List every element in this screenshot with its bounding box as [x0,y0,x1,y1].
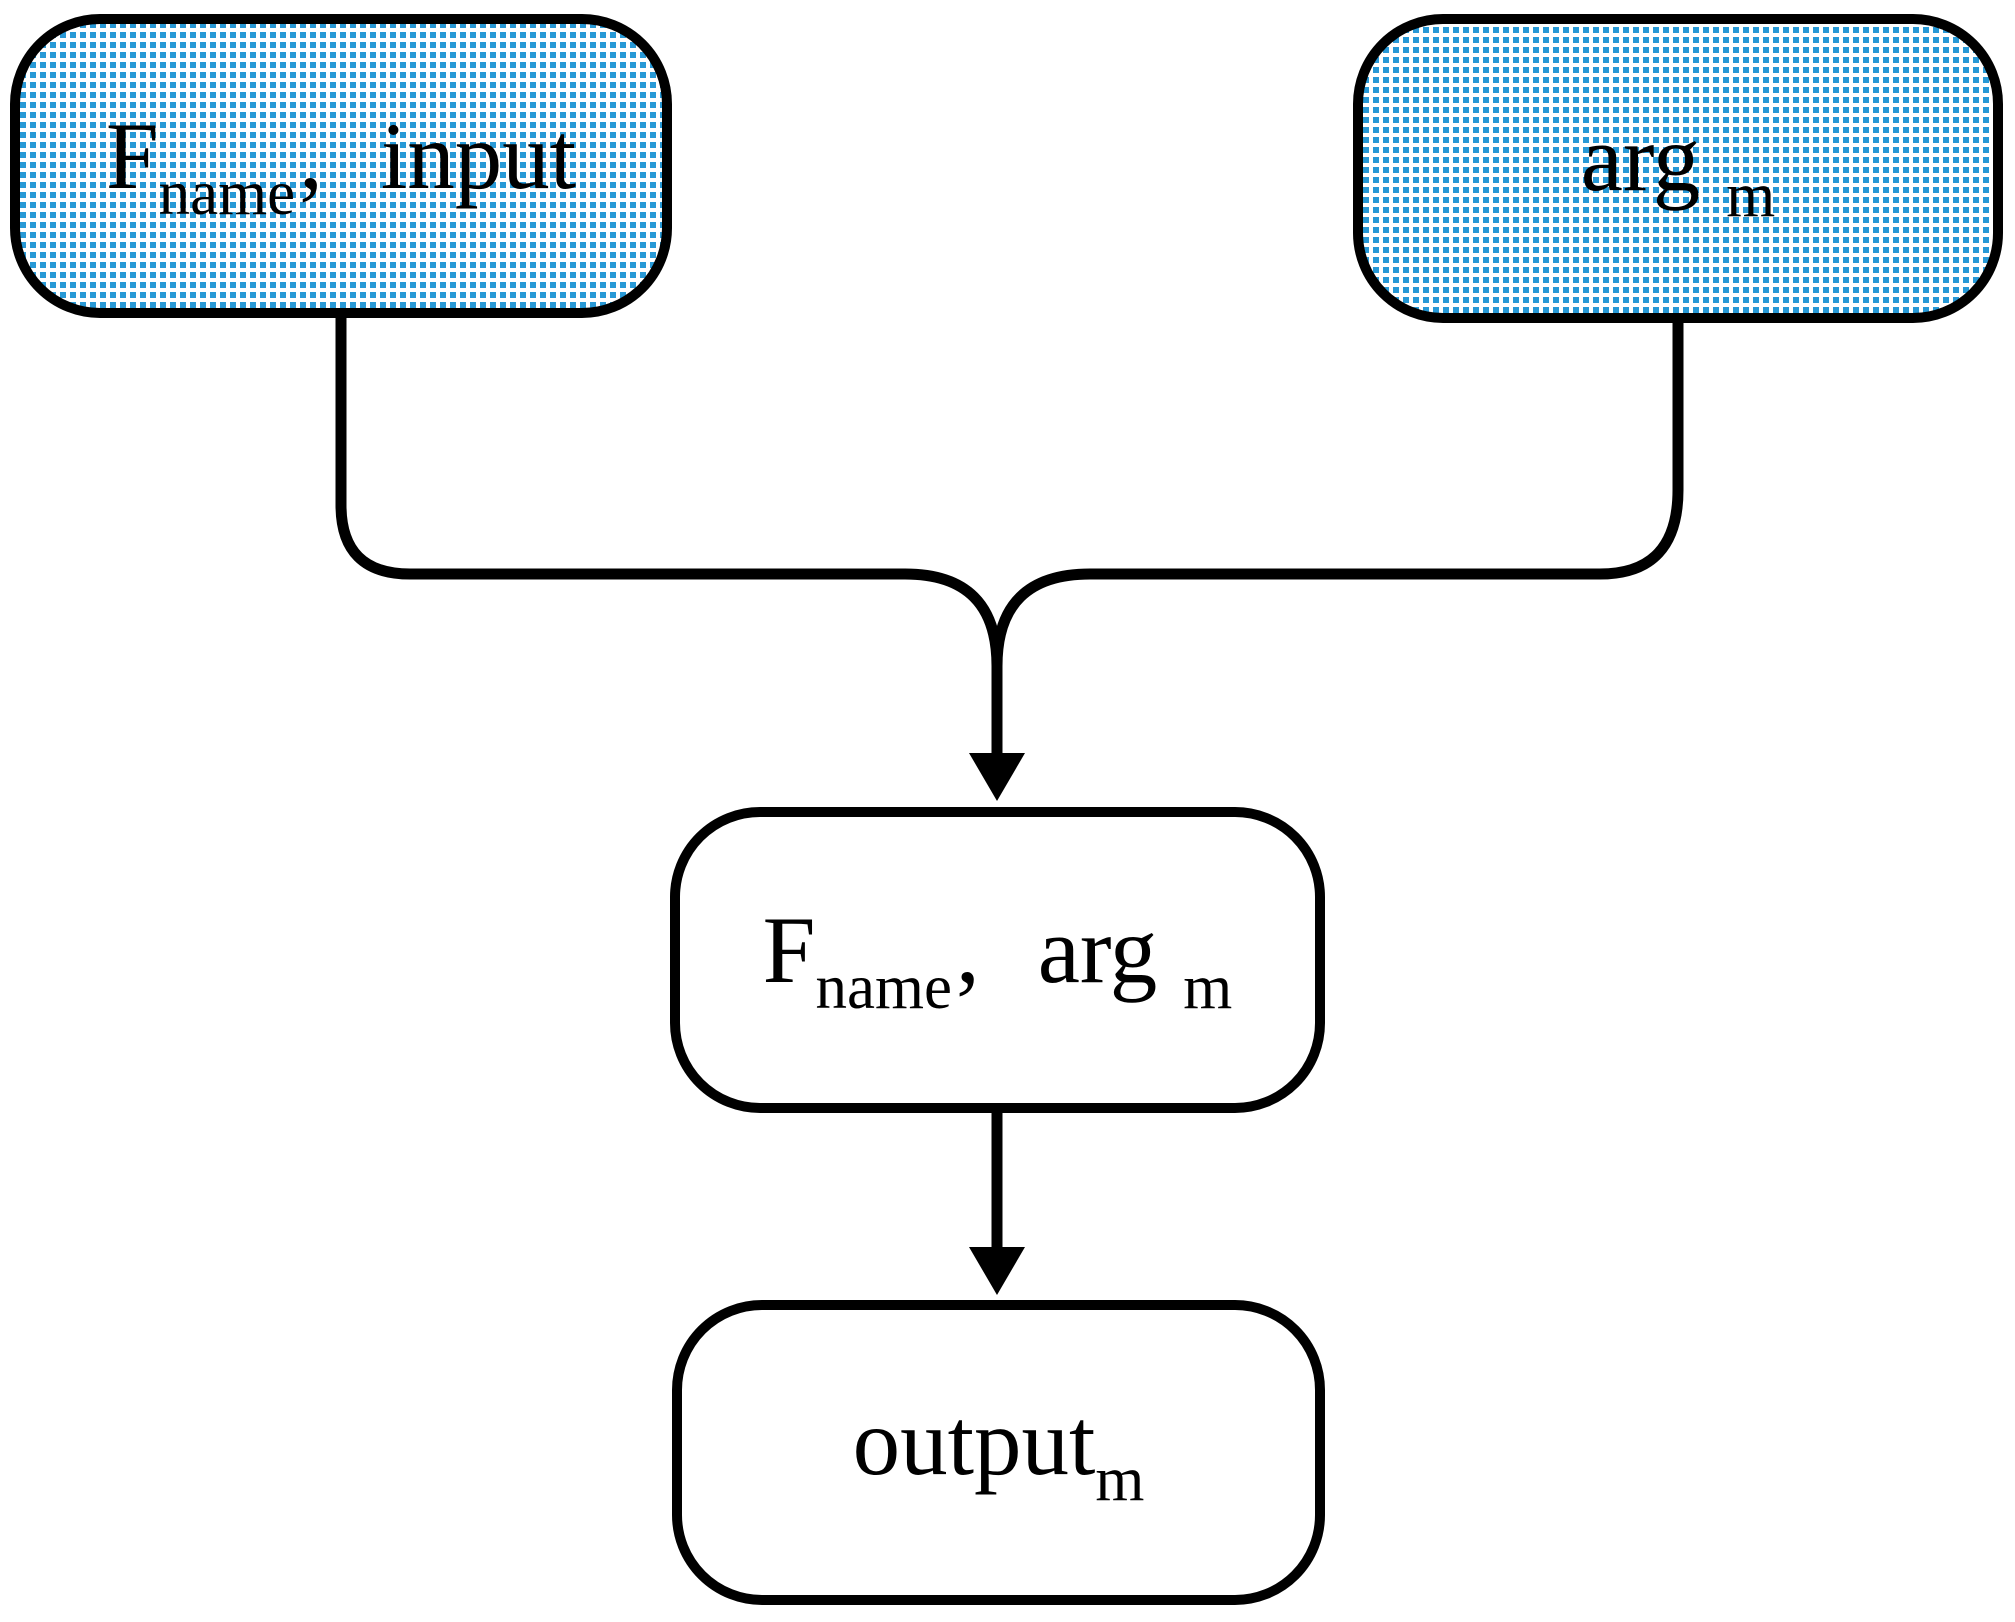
node-output-m: outputm [672,1300,1325,1605]
label-second: arg [1037,896,1158,1003]
label-subscript: name [815,951,952,1022]
label-subscript: m [1095,1444,1145,1515]
node-fname-input: Fname, input [10,14,672,318]
arrowhead-into-output [969,1247,1025,1295]
label-subscript: m [1726,160,1776,231]
label-separator: , [955,896,980,1003]
label-separator: , [299,102,323,209]
connector-from-fname-input [335,310,1003,667]
label-main: output [852,1389,1096,1496]
node-output-m-label: outputm [853,1390,1145,1514]
label-main: arg [1580,105,1701,212]
node-fname-input-label: Fname, input [106,104,576,228]
label-second-subscript: m [1183,951,1233,1022]
label-second: input [380,102,577,209]
label-main: F [762,896,816,1003]
label-subscript: name [158,157,296,228]
connector-from-arg-m [991,315,1684,667]
arrowhead-into-fname-arg [969,753,1025,801]
label-main: F [105,102,159,209]
